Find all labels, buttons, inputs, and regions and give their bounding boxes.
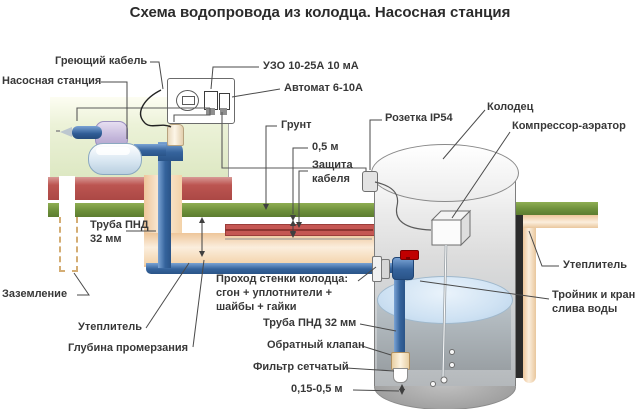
- well-rim: [371, 144, 519, 202]
- foundation-band: [48, 177, 232, 200]
- tank-highlight: [96, 147, 130, 155]
- well-outer-shadow: [516, 213, 523, 378]
- label-socket: Розетка IP54: [385, 112, 453, 124]
- breaker-terminal: [220, 108, 227, 115]
- pointer-grounding: [73, 272, 90, 296]
- strainer-body: [393, 368, 408, 383]
- underground-pipe-horizontal: [146, 263, 380, 274]
- label-strainer: Фильтр сетчатый: [253, 361, 349, 373]
- ground-surface: [48, 203, 377, 217]
- pipe-from-pump: [134, 144, 166, 156]
- label-circuit-breaker: Автомат 6-10А: [284, 82, 363, 94]
- label-freezing-depth: Глубина промерзания: [68, 342, 189, 354]
- label-pump-station: Насосная станция: [2, 75, 102, 87]
- pump-motor: [72, 126, 102, 139]
- pointer-heating-cable: [150, 61, 164, 90]
- label-insulation-left: Утеплитель: [78, 321, 142, 333]
- label-cable-depth: 0,5 м: [312, 141, 339, 153]
- label-pipe-hdpe-left: Труба ПНД 32 мм: [90, 219, 149, 245]
- label-heating-cable: Греющий кабель: [55, 55, 148, 67]
- pointer-breaker: [231, 88, 281, 98]
- meter-display: [182, 96, 195, 105]
- label-insulation-right: Утеплитель: [563, 259, 627, 271]
- label-bottom-clearance: 0,15-0,5 м: [291, 383, 343, 395]
- well-insulation-vertical: [523, 213, 536, 383]
- label-pipe-hdpe-well: Труба ПНД 32 мм: [263, 317, 357, 329]
- diagram-title: Схема водопровода из колодца. Насосная с…: [129, 4, 511, 21]
- well-insulation-horizontal: [523, 215, 598, 228]
- label-cable-protection: Защита кабеля: [312, 159, 353, 185]
- grounding-rod-underground: [59, 217, 78, 272]
- label-well: Колодец: [487, 101, 534, 113]
- pipe-stub: [387, 263, 395, 273]
- label-check-valve: Обратный клапан: [267, 339, 365, 351]
- suction-pipe: [394, 278, 405, 352]
- pointer-soil: [263, 125, 277, 210]
- pipe-insulation-horizontal: [144, 233, 378, 265]
- grounding-rod: [59, 176, 75, 217]
- label-soil: Грунт: [281, 119, 312, 131]
- label-wall-passage: Проход стенки колодца: сгон + уплотнител…: [216, 273, 348, 313]
- label-compressor: Компрессор-аэратор: [512, 120, 626, 132]
- cable-protection-conduit-line: [225, 229, 373, 231]
- heating-cable-gland: [167, 124, 184, 146]
- drain-valve-stem: [406, 257, 410, 260]
- drain-tee-body: [392, 257, 414, 280]
- pointer-cable-protection: [296, 170, 308, 228]
- wall-passage-nut: [381, 259, 390, 279]
- rcd-terminal: [206, 108, 215, 115]
- ground-surface-right: [516, 202, 598, 215]
- pump-nozzle: [60, 127, 72, 137]
- label-rcd: УЗО 10-25А 10 мА: [263, 60, 359, 72]
- pipe-vertical-from-pump: [158, 156, 171, 268]
- label-grounding: Заземление: [2, 288, 68, 300]
- label-drain-tee: Тройник и кран слива воды: [552, 289, 636, 315]
